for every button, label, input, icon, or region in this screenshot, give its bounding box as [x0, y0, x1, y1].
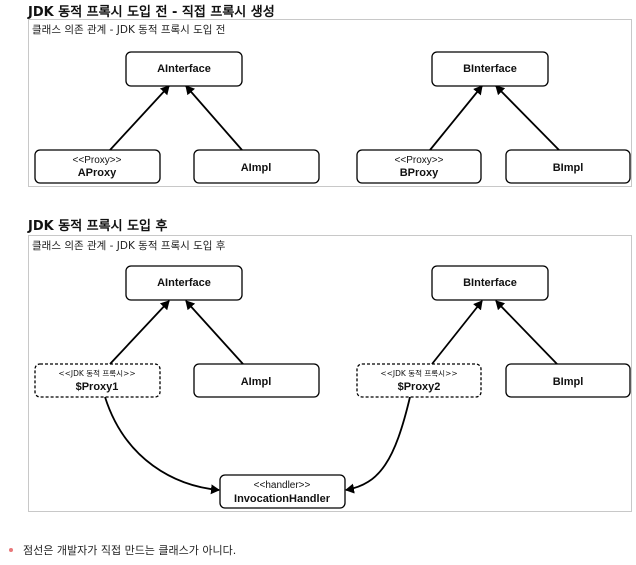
edge-proxy2-to-binterface: [431, 300, 483, 365]
section1-title: JDK 동적 프록시 도입 전 - 직접 프록시 생성: [28, 5, 275, 20]
node-bimpl-2: BImpl: [505, 363, 631, 398]
node-bimpl: BImpl: [505, 149, 631, 184]
section2-title: JDK 동적 프록시 도입 후: [28, 219, 168, 234]
ainterface-2-label: AInterface: [157, 277, 211, 289]
node-proxy1: <<JDK 동적 프록시>> $Proxy1: [34, 363, 161, 398]
binterface-2-label: BInterface: [463, 277, 517, 289]
section2-caption: 클래스 의존 관계 - JDK 동적 프록시 도입 후: [32, 240, 226, 252]
node-proxy2: <<JDK 동적 프록시>> $Proxy2: [356, 363, 482, 398]
edge-proxy1-to-handler: [104, 396, 220, 495]
bimpl-2-label: BImpl: [553, 376, 584, 388]
proxy2-stereotype: <<JDK 동적 프록시>>: [380, 368, 457, 378]
node-binterface: BInterface: [431, 51, 549, 87]
edge-proxy2-to-handler: [345, 396, 411, 494]
proxy1-label: $Proxy1: [76, 381, 119, 393]
handler-label: InvocationHandler: [234, 493, 331, 505]
bimpl-label: BImpl: [553, 162, 584, 174]
aimpl-label: AImpl: [241, 162, 272, 174]
node-aproxy: <<Proxy>> AProxy: [34, 149, 161, 184]
bproxy-label: BProxy: [400, 167, 439, 179]
edge-bproxy-to-binterface: [429, 85, 483, 151]
node-aimpl: AImpl: [193, 149, 320, 184]
ainterface-label: AInterface: [157, 63, 211, 75]
handler-stereotype: <<handler>>: [254, 480, 311, 491]
edge-bimpl-to-binterface: [495, 85, 560, 151]
edge-aimpl2-to-ainterface: [185, 300, 244, 365]
aproxy-stereotype: <<Proxy>>: [73, 155, 122, 166]
section1-caption: 클래스 의존 관계 - JDK 동적 프록시 도입 전: [32, 24, 226, 36]
edge-proxy1-to-ainterface: [109, 300, 170, 365]
aproxy-label: AProxy: [78, 167, 117, 179]
node-aimpl-2: AImpl: [193, 363, 320, 398]
node-ainterface: AInterface: [125, 51, 243, 87]
node-binterface-2: BInterface: [431, 265, 549, 301]
aimpl-2-label: AImpl: [241, 376, 272, 388]
note-list-item: 점선은 개발자가 직접 만드는 클래스가 아니다.: [9, 542, 236, 558]
bproxy-stereotype: <<Proxy>>: [395, 155, 444, 166]
node-bproxy: <<Proxy>> BProxy: [356, 149, 482, 184]
node-ainterface-2: AInterface: [125, 265, 243, 301]
binterface-label: BInterface: [463, 63, 517, 75]
edge-bimpl2-to-binterface: [495, 300, 558, 365]
proxy2-label: $Proxy2: [398, 381, 441, 393]
node-invocation-handler: <<handler>> InvocationHandler: [219, 474, 346, 509]
proxy1-stereotype: <<JDK 동적 프록시>>: [58, 368, 135, 378]
note-text: 점선은 개발자가 직접 만드는 클래스가 아니다.: [23, 544, 237, 557]
bullet-icon: [9, 548, 13, 552]
edge-aimpl-to-ainterface: [185, 85, 243, 151]
edge-aproxy-to-ainterface: [109, 85, 170, 151]
